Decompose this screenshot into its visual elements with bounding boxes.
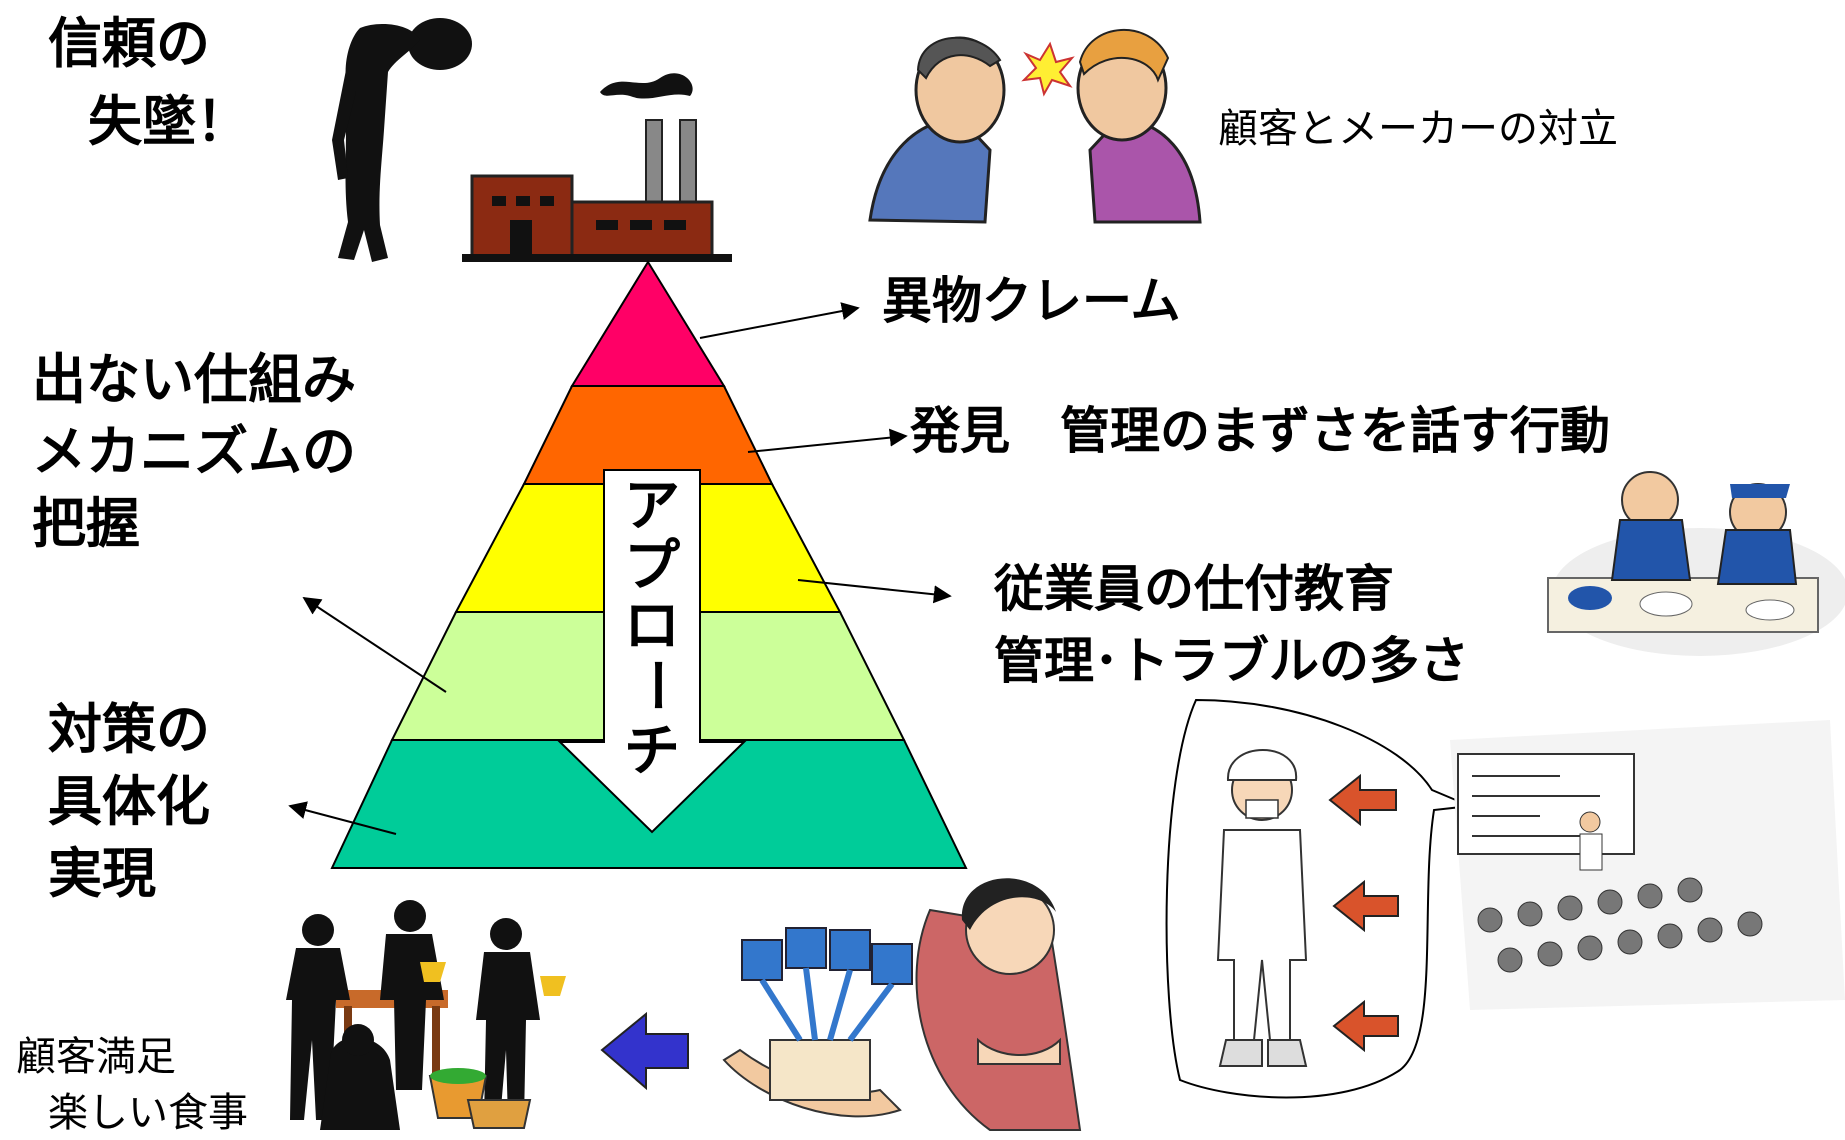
slumped-person-icon xyxy=(332,18,472,262)
approach-label: ア プ ロ ー チ xyxy=(623,474,688,784)
countermeasure-line-3: 実現 xyxy=(48,842,156,905)
approach-char-4: ー xyxy=(623,657,688,713)
market-crowd-icon xyxy=(286,900,566,1130)
countermeasure-label: 対策の 具体化 実現 xyxy=(48,698,210,905)
red-arrows-icon xyxy=(1328,773,1399,1053)
countermeasure-arrow xyxy=(288,801,397,835)
discovery-arrow xyxy=(747,428,908,453)
education-label-line-1: 従業員の仕付教育 xyxy=(993,560,1394,618)
mechanism-arrow xyxy=(302,597,447,693)
discovery-label: 発見 管理のまずさを話す行動 xyxy=(910,402,1610,460)
factory-icon xyxy=(462,73,732,262)
mechanism-line-2: メカニズムの xyxy=(32,420,356,483)
bowing-woman-icon xyxy=(915,878,1082,1131)
workers-eating-icon xyxy=(1547,471,1845,656)
product-gift-box-icon xyxy=(722,927,913,1118)
countermeasure-line-1: 対策の xyxy=(48,698,210,761)
mechanism-line-3: 把握 xyxy=(32,492,140,555)
trust-loss-line-1: 信頼の xyxy=(48,12,210,75)
approach-arrow xyxy=(557,469,747,834)
blue-arrow-icon xyxy=(600,1011,689,1091)
approach-char-1: ア xyxy=(624,474,680,539)
countermeasure-line-2: 具体化 xyxy=(48,770,210,833)
satisfaction-label: 顧客満足 楽しい食事 xyxy=(16,1034,248,1136)
approach-char-5: チ xyxy=(624,719,680,784)
conflict-label: 顧客とメーカーの対立 xyxy=(1218,106,1618,152)
satisfaction-line-2: 楽しい食事 xyxy=(48,1090,248,1136)
mechanism-line-1: 出ない仕組み xyxy=(32,348,356,411)
trust-loss-label: 信頼の 失墜！ xyxy=(48,12,250,153)
classroom-lecture-icon xyxy=(1450,720,1845,1010)
customer-maker-conflict-icon xyxy=(868,28,1202,224)
approach-char-2: プ xyxy=(624,534,680,599)
approach-char-3: ロ xyxy=(624,594,680,659)
claim-label: 異物クレーム xyxy=(882,272,1181,330)
hygiene-training-balloon xyxy=(1165,698,1474,1099)
education-arrow xyxy=(797,579,952,604)
claim-arrow xyxy=(699,302,860,339)
trust-loss-line-2: 失墜！ xyxy=(88,90,250,153)
connector-arrows xyxy=(288,302,952,835)
mechanism-label: 出ない仕組み メカニズムの 把握 xyxy=(32,348,356,555)
satisfaction-line-1: 顧客満足 xyxy=(16,1034,176,1080)
pyramid-layer-claim xyxy=(570,260,726,387)
education-label-line-2: 管理･トラブルの多さ xyxy=(994,632,1469,690)
